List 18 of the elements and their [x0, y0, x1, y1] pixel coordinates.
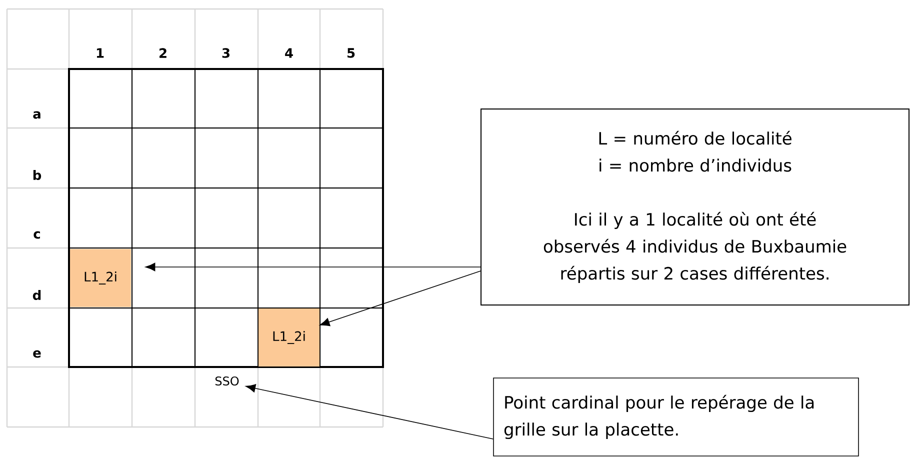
- arrow: [246, 384, 494, 440]
- direction-label: SSO: [215, 376, 239, 386]
- column-number: 5: [347, 48, 355, 58]
- column-number: 2: [160, 48, 166, 58]
- highlighted-cell: L1_2i: [70, 249, 131, 307]
- highlighted-cell: L1_2i: [258, 308, 320, 366]
- arrow: [320, 270, 481, 326]
- column-number: 4: [285, 48, 293, 58]
- legend-box: L = numéro de localité i = nombre d’individus Ici il y a 1 localité où ont été observés 4 individus de Buxbaumie répartis sur 2 cases différentes.: [480, 108, 910, 306]
- row-letter: b: [33, 170, 42, 180]
- row-letter: e: [33, 350, 41, 358]
- arrow: [145, 262, 481, 272]
- row-letter: c: [34, 231, 40, 239]
- column-number: 1: [96, 48, 104, 58]
- column-number: 3: [222, 48, 230, 58]
- row-letter: d: [32, 290, 41, 300]
- row-letter: a: [33, 111, 40, 119]
- note-box: Point cardinal pour le repérage de la grille sur la placette.: [493, 378, 859, 456]
